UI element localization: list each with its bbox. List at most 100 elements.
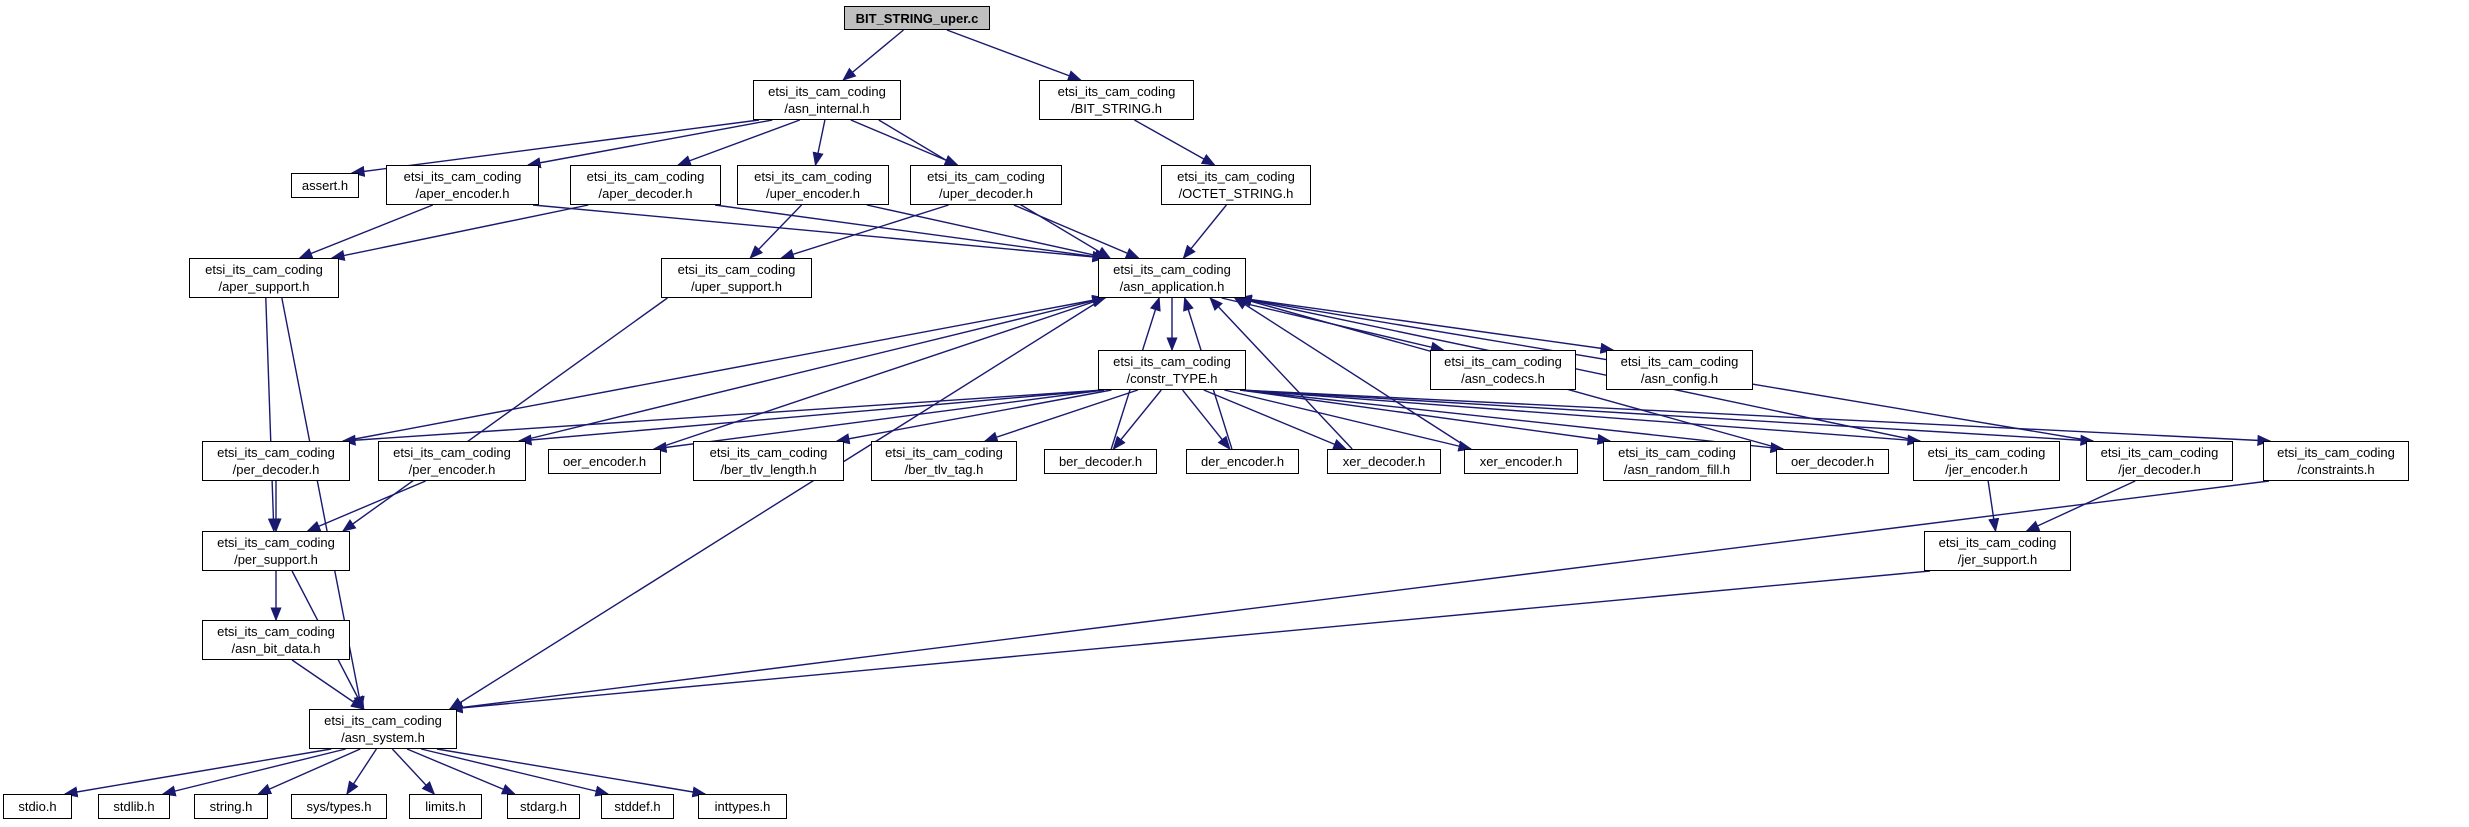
node-stdarg_h: stdarg.h (507, 794, 580, 819)
node-oer_encoder-label-line-1: oer_encoder.h (562, 454, 647, 469)
edge-constr_type--xer_encoder (1224, 389, 1473, 452)
edge-bit_string_h--octet_string (1134, 119, 1216, 166)
edge-asn_system--limits_h (391, 748, 436, 796)
node-aper_support[interactable]: etsi_its_cam_coding/aper_support.h (189, 258, 339, 298)
edge-asn_system--inttypes_h (436, 748, 707, 798)
node-stddef_h: stddef.h (601, 794, 674, 819)
edge-oer_encoder--asn_application (654, 296, 1107, 450)
node-per_decoder-label-line-2: /per_decoder.h (232, 462, 320, 477)
edge-asn_system--string_h (257, 748, 361, 795)
node-ber_tlv_length-label-line-2: /ber_tlv_length.h (720, 462, 817, 477)
node-aper_encoder[interactable]: etsi_its_cam_coding/aper_encoder.h (386, 165, 539, 205)
node-limits_h-label-line-1: limits.h (425, 799, 466, 814)
edge-uper_encoder--asn_application (866, 204, 1109, 261)
node-per_encoder-label-line-2: /per_encoder.h (408, 462, 496, 477)
node-jer_encoder[interactable]: etsi_its_cam_coding/jer_encoder.h (1913, 441, 2060, 481)
edge-constr_type--xer_decoder (1203, 389, 1348, 450)
edge-aper_decoder--aper_support (330, 204, 589, 261)
node-oer_decoder: oer_decoder.h (1776, 449, 1889, 474)
node-uper_encoder[interactable]: etsi_its_cam_coding/uper_encoder.h (737, 165, 889, 205)
edge-uper_decoder--asn_application (1013, 204, 1140, 259)
node-asn_random_fill[interactable]: etsi_its_cam_coding/asn_random_fill.h (1603, 441, 1751, 481)
node-jer_decoder-label-line-1: etsi_its_cam_coding (2100, 445, 2219, 460)
node-uper_encoder-label-line-2: /uper_encoder.h (766, 186, 860, 201)
node-sys_types_h-label-line-1: sys/types.h (306, 799, 372, 814)
node-ber_decoder-label-line-1: ber_decoder.h (1058, 454, 1143, 469)
node-asn_codecs[interactable]: etsi_its_cam_coding/asn_codecs.h (1430, 350, 1576, 390)
edge-asn_internal--uper_encoder (812, 119, 826, 167)
node-asn_config[interactable]: etsi_its_cam_coding/asn_config.h (1606, 350, 1753, 390)
node-constraints-label-line-2: /constraints.h (2297, 462, 2375, 477)
edge-constr_type--ber_decoder (1112, 389, 1162, 451)
node-per_support[interactable]: etsi_its_cam_coding/per_support.h (202, 531, 350, 571)
node-bit_string_h[interactable]: etsi_its_cam_coding/BIT_STRING.h (1039, 80, 1194, 120)
node-per_decoder[interactable]: etsi_its_cam_coding/per_decoder.h (202, 441, 350, 481)
node-bit_string_h-label-line-1: etsi_its_cam_coding (1057, 84, 1176, 99)
node-ber_tlv_tag[interactable]: etsi_its_cam_coding/ber_tlv_tag.h (871, 441, 1017, 481)
edge-constr_type--per_encoder (517, 389, 1105, 446)
node-asn_random_fill-label-line-1: etsi_its_cam_coding (1618, 445, 1736, 460)
node-constraints-label-line-1: etsi_its_cam_coding (2277, 445, 2395, 460)
node-octet_string-label-line-1: etsi_its_cam_coding (1177, 169, 1295, 184)
node-constraints[interactable]: etsi_its_cam_coding/constraints.h (2263, 441, 2409, 481)
node-constr_type[interactable]: etsi_its_cam_coding/constr_TYPE.h (1098, 350, 1246, 390)
edge-per_decoder--asn_application (343, 294, 1107, 442)
node-per_support-label-line-1: etsi_its_cam_coding (217, 535, 335, 550)
edge-uper_decoder--uper_support (780, 204, 949, 260)
node-ber_tlv_tag-label-line-2: /ber_tlv_tag.h (904, 462, 984, 477)
edge-asn_internal--aper_decoder (676, 119, 801, 166)
node-asn_config-label-line-2: /asn_config.h (1640, 371, 1719, 386)
node-inttypes_h: inttypes.h (698, 794, 787, 819)
node-per_decoder-label-line-1: etsi_its_cam_coding (217, 445, 335, 460)
node-aper_encoder-label-line-2: /aper_encoder.h (415, 186, 510, 201)
node-asn_codecs-label-line-1: etsi_its_cam_coding (1444, 354, 1562, 369)
edge-xer_decoder--asn_application (1209, 296, 1353, 450)
node-jer_decoder[interactable]: etsi_its_cam_coding/jer_decoder.h (2086, 441, 2233, 481)
node-uper_encoder-label-line-1: etsi_its_cam_coding (754, 169, 872, 184)
node-asn_internal[interactable]: etsi_its_cam_coding/asn_internal.h (753, 80, 901, 120)
node-jer_decoder-label-line-2: /jer_decoder.h (2118, 462, 2201, 477)
edge-aper_encoder--aper_support (298, 204, 433, 259)
edge-constr_type--der_encoder (1182, 389, 1231, 451)
node-xer_decoder-label-line-1: xer_decoder.h (1342, 454, 1426, 469)
node-asn_bit_data[interactable]: etsi_its_cam_coding/asn_bit_data.h (202, 620, 350, 660)
node-uper_support-label-line-2: /uper_support.h (690, 279, 783, 294)
node-uper_support[interactable]: etsi_its_cam_coding/uper_support.h (661, 258, 812, 298)
node-ber_decoder: ber_decoder.h (1044, 449, 1157, 474)
node-octet_string[interactable]: etsi_its_cam_coding/OCTET_STRING.h (1161, 165, 1311, 205)
node-uper_support-label-line-1: etsi_its_cam_coding (677, 262, 796, 277)
node-inttypes_h-label-line-1: inttypes.h (714, 799, 771, 814)
node-asn_system-label-line-1: etsi_its_cam_coding (324, 713, 442, 728)
node-jer_support[interactable]: etsi_its_cam_coding/jer_support.h (1924, 531, 2071, 571)
node-asn_system[interactable]: etsi_its_cam_coding/asn_system.h (309, 709, 457, 749)
node-aper_decoder[interactable]: etsi_its_cam_coding/aper_decoder.h (570, 165, 721, 205)
node-jer_encoder-label-line-1: etsi_its_cam_coding (1927, 445, 2046, 460)
edge-uper_support--per_support (341, 297, 668, 532)
edge-jer_support--asn_system (448, 570, 1931, 714)
node-uper_decoder-label-line-2: /uper_decoder.h (939, 186, 1033, 201)
node-der_encoder-label-line-1: der_encoder.h (1200, 454, 1285, 469)
edge-asn_system--stdio_h (63, 748, 332, 798)
edge-jer_encoder--jer_support (1987, 480, 2000, 533)
node-per_encoder[interactable]: etsi_its_cam_coding/per_encoder.h (378, 441, 526, 481)
node-asn_application[interactable]: etsi_its_cam_coding/asn_application.h (1098, 258, 1246, 298)
edge-constr_type--asn_random_fill (1239, 389, 1612, 445)
node-ber_tlv_length[interactable]: etsi_its_cam_coding/ber_tlv_length.h (693, 441, 844, 481)
edge-constr_type--constraints (1239, 389, 2272, 446)
edge-constr_type--oer_encoder (652, 389, 1105, 453)
edge-bit_string_uper_c--bit_string_h (946, 29, 1082, 81)
node-uper_decoder[interactable]: etsi_its_cam_coding/uper_decoder.h (910, 165, 1062, 205)
node-string_h: string.h (194, 794, 268, 819)
node-asn_application-label-line-1: etsi_its_cam_coding (1113, 262, 1231, 277)
node-asn_internal-label-line-1: etsi_its_cam_coding (768, 84, 886, 99)
edge-aper_support--per_support (265, 297, 280, 533)
node-asn_internal-label-line-2: /asn_internal.h (784, 101, 870, 116)
node-aper_decoder-label-line-1: etsi_its_cam_coding (586, 169, 705, 184)
node-oer_encoder: oer_encoder.h (548, 449, 661, 474)
node-aper_encoder-label-line-1: etsi_its_cam_coding (403, 169, 522, 184)
node-sys_types_h: sys/types.h (291, 794, 387, 819)
node-asn_config-label-line-1: etsi_its_cam_coding (1620, 354, 1739, 369)
node-stdio_h: stdio.h (3, 794, 72, 819)
edge-asn_system--stdlib_h (161, 748, 346, 797)
